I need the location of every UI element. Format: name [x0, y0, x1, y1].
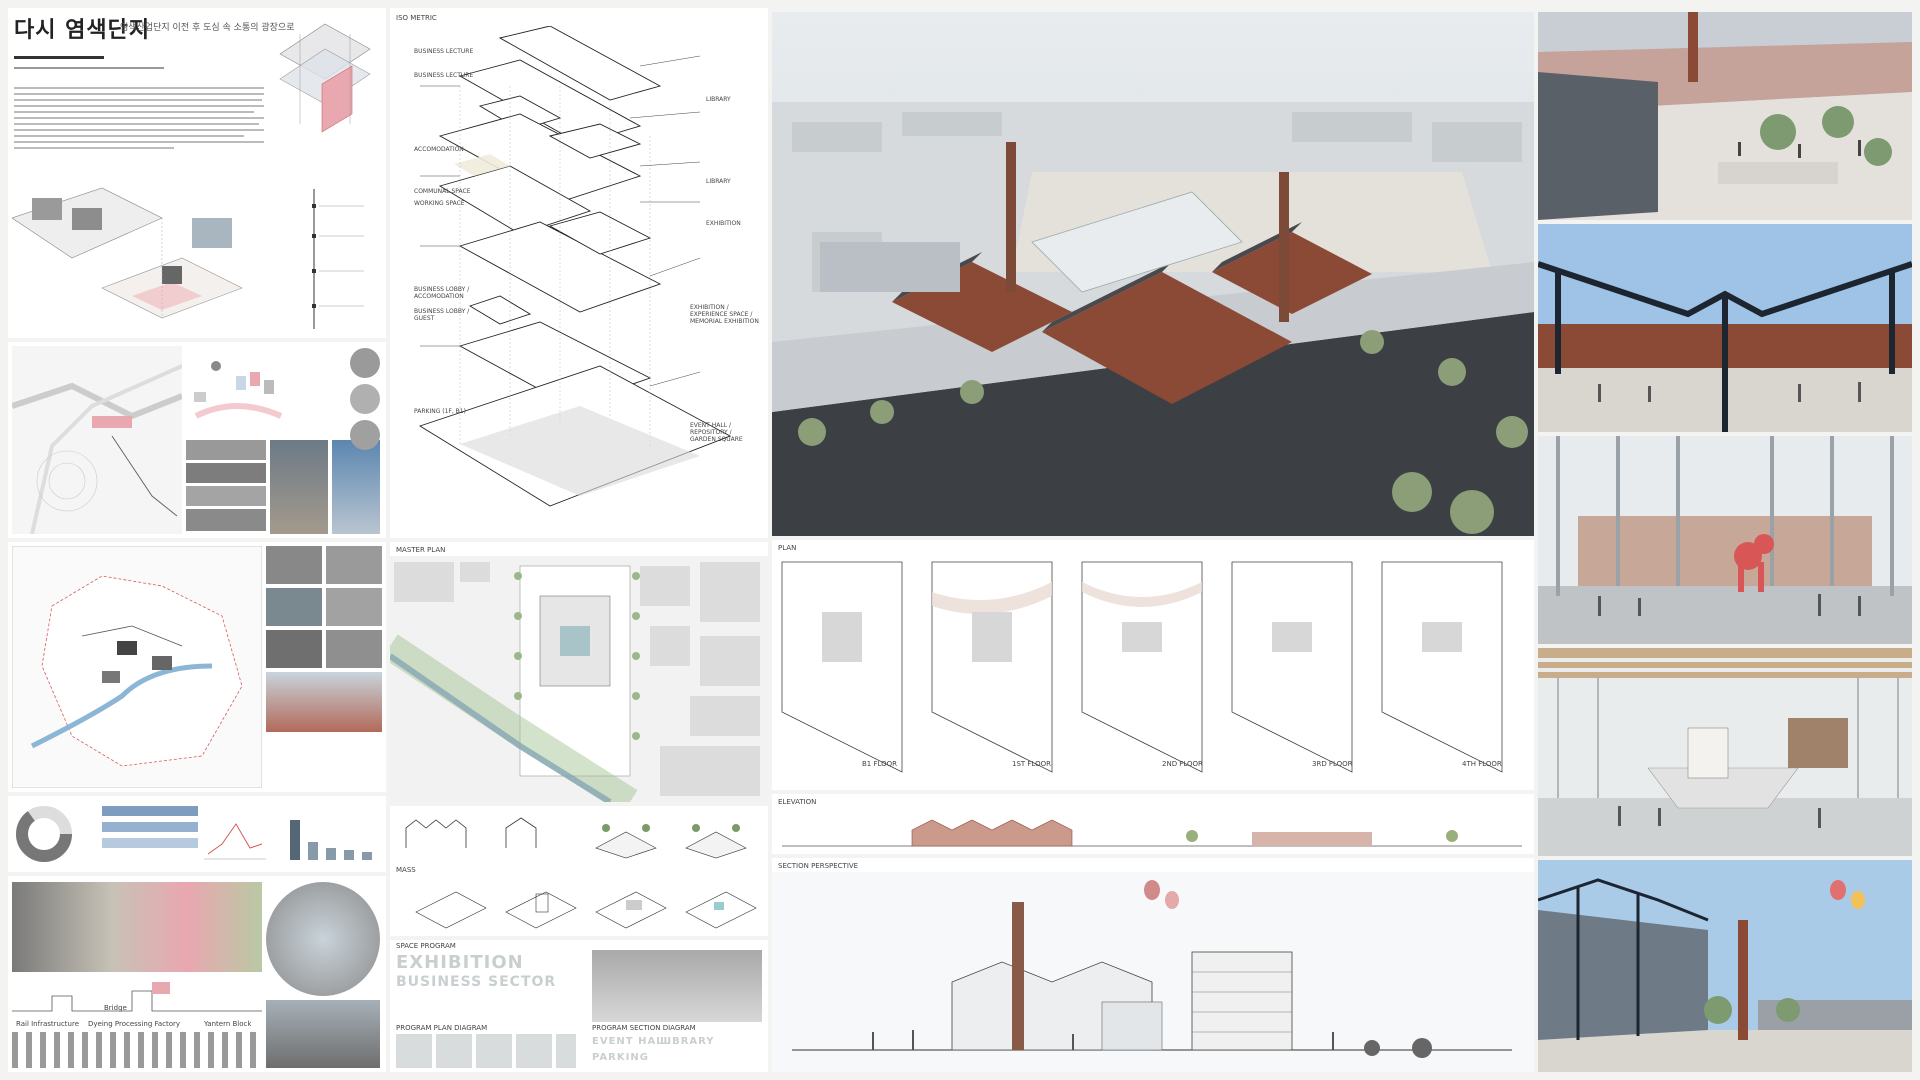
floor-plans — [781, 561, 1503, 773]
intro-panel: 다시 염색단지 염색산업단지 이전 후 도심 속 소통의 광장으로 — [8, 8, 386, 338]
label-program-plan: PROGRAM PLAN DIAGRAM — [396, 1024, 488, 1032]
iso-label-7: EXHIBITION — [706, 220, 741, 227]
floor-label-1: 1st FLOOR — [1012, 760, 1051, 768]
stats-bar-chart — [290, 820, 372, 860]
regional-photos — [266, 546, 382, 732]
stats-line-chart — [204, 823, 266, 860]
exterior-render — [1538, 860, 1912, 1072]
program-photo — [592, 950, 762, 1022]
plans-panel: PLAN B1 FLOOR 1st FLOOR 2nd FLOOR 3rd FL… — [772, 540, 1534, 790]
render-atrium — [1538, 436, 1912, 644]
iso-label-10: EXHIBITION / EXPERIENCE SPACE / MEMORIAL… — [690, 304, 759, 325]
word-parking: PARKING — [592, 1052, 649, 1063]
exploded-isometric — [418, 26, 732, 507]
photo-mural — [332, 440, 380, 534]
iso-label-2: ACCOMODATION — [414, 146, 464, 153]
render-interior — [1538, 648, 1912, 856]
photo-street — [270, 440, 328, 534]
mass-iso-diagrams — [415, 891, 757, 929]
render-courtyard — [1538, 12, 1912, 220]
collage-photos — [266, 1000, 380, 1068]
context-map-panel — [8, 342, 386, 538]
program-plan-blocks — [396, 1034, 576, 1068]
mass-panel: MASS — [390, 806, 768, 936]
label-yard: Yantern Block — [204, 1020, 252, 1028]
label-dyeing: Dyeing Processing Factory — [88, 1020, 181, 1028]
label-elevation: ELEVATION — [778, 798, 817, 806]
concept-layers-diagram — [279, 23, 371, 133]
iso-label-1: BUSINESS LECTURE — [414, 72, 474, 79]
master-plan-panel: MASTER PLAN — [390, 542, 768, 802]
stats-table — [102, 806, 198, 848]
label-plan: PLAN — [778, 544, 797, 552]
label-mass: MASS — [396, 866, 416, 874]
regional-map-panel — [8, 542, 386, 792]
aerial-render-panel — [772, 12, 1534, 536]
program-diagram — [194, 361, 283, 419]
word-event-hall: EVENT HALL — [592, 1036, 671, 1047]
label-space-program: SPACE PROGRAM — [396, 942, 456, 950]
regional-map — [12, 546, 262, 788]
floor-label-0: B1 FLOOR — [862, 760, 898, 768]
interior-render — [1538, 648, 1912, 856]
iso-label-5: WORKING SPACE — [414, 200, 465, 207]
aerial-render — [772, 12, 1534, 536]
people-strip — [12, 1032, 262, 1068]
page-subtitle: 염색산업단지 이전 후 도심 속 소통의 광장으로 — [120, 23, 295, 33]
truss-render — [1538, 224, 1912, 432]
atrium-render — [1538, 436, 1912, 644]
floor-label-4: 4th FLOOR — [1462, 760, 1502, 768]
circle-collage — [266, 882, 380, 996]
floor-label-2: 2nd FLOOR — [1162, 760, 1203, 768]
site-map — [12, 346, 182, 534]
iso-label-4: COMMUNAL SPACE — [414, 188, 471, 195]
program-panel: SPACE PROGRAM EXHIBITION BUSINESS SECTOR… — [390, 940, 768, 1072]
render-truss — [1538, 224, 1912, 432]
word-business-sector: BUSINESS SECTOR — [396, 974, 557, 990]
collage-panel: Rail Infrastructure Dyeing Processing Fa… — [8, 876, 386, 1072]
page-title: 다시 염색단지 — [14, 18, 151, 43]
label-bridge: Bridge — [104, 1004, 127, 1012]
circle-diagrams — [350, 348, 382, 450]
floor-label-3: 3rd FLOOR — [1312, 760, 1353, 768]
word-library: LIBRARY — [660, 1036, 715, 1047]
label-section-perspective: SECTION PERSPECTIVE — [778, 862, 859, 870]
donut-chart — [16, 806, 72, 862]
mass-elevation-diagrams — [405, 817, 747, 859]
render-exterior — [1538, 860, 1912, 1072]
stats-panel — [8, 796, 386, 872]
collage-image — [12, 882, 262, 972]
iso-label-3: LIBRARY — [706, 96, 731, 103]
courtyard-render — [1538, 12, 1912, 220]
iso-label-12: EVENT HALL / REPOSITORY / GARDEN SQUARE — [690, 422, 743, 443]
elevation-drawing — [782, 819, 1522, 847]
site-analysis-diagram — [12, 187, 243, 319]
label-rail: Rail Infrastructure — [16, 1020, 80, 1028]
timeline-diagram — [312, 189, 364, 329]
section-perspective — [772, 872, 1534, 1072]
intro-text — [14, 56, 264, 153]
label-master-plan: MASTER PLAN — [396, 546, 446, 554]
section-diagram — [12, 982, 262, 1012]
iso-label-6: LIBRARY — [706, 178, 731, 185]
elevation-panel: ELEVATION — [772, 794, 1534, 854]
iso-label-11: PARKING (1F, B1) — [414, 408, 466, 415]
label-program-section: PROGRAM SECTION DIAGRAM — [592, 1024, 696, 1032]
iso-label-8: BUSINESS LOBBY / ACCOMODATION — [414, 286, 470, 300]
master-plan — [390, 556, 768, 802]
isometric-panel: ISO METRIC — [390, 8, 768, 538]
photo-strip — [186, 440, 266, 534]
word-exhibition: EXHIBITION — [396, 952, 524, 973]
section-panel: SECTION PERSPECTIVE — [772, 858, 1534, 1072]
iso-label-0: BUSINESS LECTURE — [414, 48, 474, 55]
iso-label-9: BUSINESS LOBBY / GUEST — [414, 308, 470, 322]
label-isometric: ISO METRIC — [396, 14, 437, 22]
